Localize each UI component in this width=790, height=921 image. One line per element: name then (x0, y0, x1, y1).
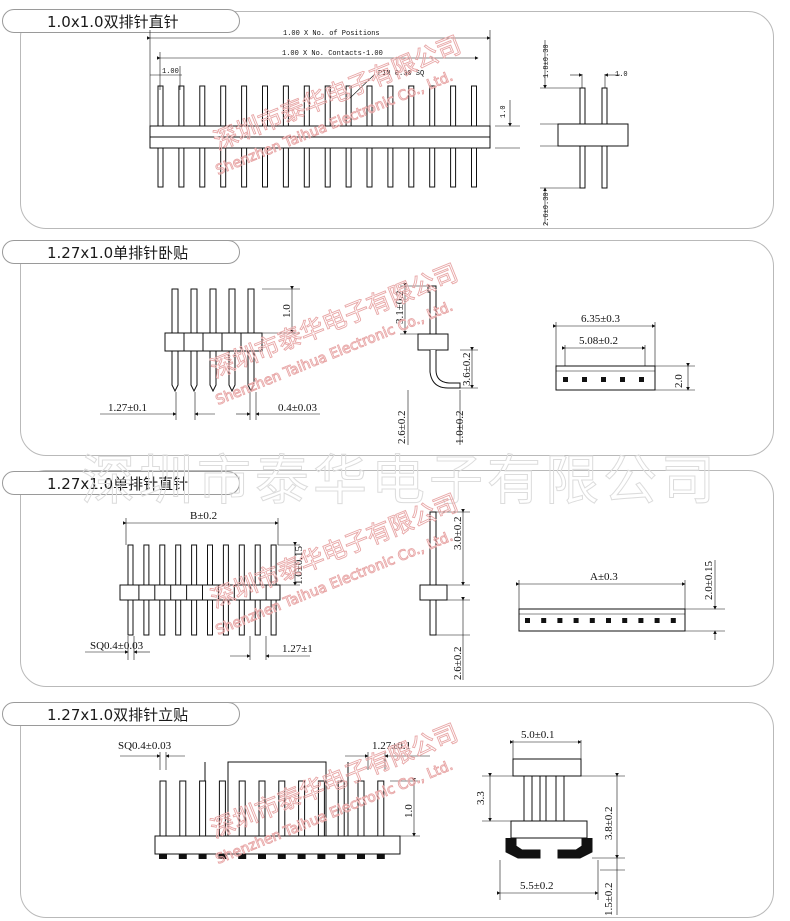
s1-side-view (540, 40, 629, 224)
s2-front-view (164, 288, 263, 393)
s2-pin-label: 0.4±0.03 (278, 402, 318, 414)
s3-pad (670, 618, 676, 623)
s1-contacts-label: 1.00 X No. Contacts-1.00 (282, 50, 383, 58)
s3-pitch-label: 1.27±1 (282, 643, 313, 655)
s2-pad (563, 377, 568, 382)
s1-front-view (149, 85, 491, 188)
s2-length-b: 5.08±0.2 (579, 335, 618, 347)
s4-foot (357, 854, 365, 859)
s3-pad (638, 618, 644, 623)
s2-length-a: 6.35±0.3 (581, 313, 621, 325)
s2-side-view (400, 283, 478, 445)
s2-top-view (553, 322, 695, 391)
s2-pitch-label: 1.27±0.1 (108, 402, 147, 414)
s3-pad (654, 618, 660, 623)
s4-front-dims (120, 752, 430, 837)
s4-foot (337, 854, 346, 859)
s4-foot (317, 854, 326, 859)
s2-height-label: 1.0 (281, 304, 293, 318)
s4-pin (159, 780, 167, 837)
s4-foot (238, 854, 247, 859)
s4-front-view (154, 761, 401, 859)
section-panel-1 (20, 11, 774, 229)
section-title-1: 1.0x1.0双排针直针 (2, 9, 240, 33)
s1-pitch-label: 1.00 (162, 68, 179, 76)
section-panel-4 (20, 702, 774, 918)
s3-height: 2.0±0.15 (703, 560, 715, 600)
section-title-3: 1.27x1.0单排针直针 (2, 471, 240, 495)
s4-side-height: 3.3 (475, 791, 487, 805)
s2-pin-tail (209, 351, 217, 393)
s4-pin (199, 780, 207, 837)
s1-positions-label: 1.00 X No. of Positions (283, 30, 380, 38)
s4-foot (198, 854, 207, 859)
s4-pitch-label: 1.27±0.1 (372, 740, 411, 752)
s3-pad (573, 618, 579, 623)
s3-front-view (119, 544, 281, 636)
s4-foot (277, 854, 286, 859)
s3-pad (557, 618, 563, 623)
s4-foot (159, 854, 167, 859)
s1-side-bottom: 2.6±0.30 (543, 192, 551, 226)
s3-side-top: 3.0±0.2 (452, 516, 464, 550)
s2-pad (601, 377, 606, 382)
s4-bottom-label: 5.5±0.2 (520, 880, 554, 892)
s2-front-dims (100, 286, 320, 420)
s2-pad (639, 377, 644, 382)
s4-right-a: 3.8±0.2 (603, 806, 615, 840)
s2-pin (190, 288, 198, 334)
s2-pin (171, 288, 179, 334)
s2-pad (620, 377, 625, 382)
s4-pin (179, 780, 187, 837)
s2-side-mid: 3.6±0.2 (461, 352, 473, 386)
s1-body-height: 1.0 (500, 105, 508, 118)
s2-pin (247, 288, 255, 334)
watermark-3: 深圳市泰华电子有限公司 Shenzhen Taihua Electronic C… (206, 488, 462, 639)
s3-pad (541, 618, 547, 623)
s2-pin-tail (228, 351, 236, 393)
s3-sq-label: SQ0.4±0.03 (90, 640, 144, 652)
s2-pad (582, 377, 587, 382)
s4-right-b: 1.5±0.2 (603, 882, 615, 916)
s2-pin (228, 288, 236, 334)
s3-pad (589, 618, 595, 623)
section-title-2: 1.27x1.0单排针卧贴 (2, 240, 240, 264)
s3-front-dims (85, 518, 310, 660)
s4-sq-label: SQ0.4±0.03 (118, 740, 172, 752)
s2-side-bottom: 2.6±0.2 (396, 410, 408, 444)
s2-pin (209, 288, 217, 334)
s1-side-top: 1.8±0.30 (543, 44, 551, 78)
s2-pin-tail (171, 351, 179, 393)
s2-pin-tail (190, 351, 198, 393)
s4-height-label: 1.0 (403, 804, 415, 818)
s3-pad (525, 618, 530, 623)
s4-foot (376, 854, 385, 859)
s3-b-label: B±0.2 (190, 510, 217, 522)
s4-foot (218, 854, 227, 859)
s1-pin-label: PIN 0.30 SQ (378, 70, 424, 78)
s1-dimension-lines (147, 30, 520, 149)
s3-pad (622, 618, 628, 623)
background-watermark: 深圳市泰华电子有限公司 (81, 449, 719, 513)
s2-side-top: 3.1±0.2 (394, 290, 406, 324)
section-panel-2 (20, 240, 774, 456)
s2-height: 2.0 (673, 374, 685, 388)
s3-top-view (516, 560, 725, 640)
s2-pin-tail (247, 351, 255, 393)
s3-height-label: 1.0±0.15 (293, 545, 305, 585)
section-title-4: 1.27x1.0双排针立贴 (2, 702, 240, 726)
s3-pad (606, 618, 611, 623)
s4-side-view (482, 740, 625, 915)
s3-side-bottom: 2.6±0.2 (452, 646, 464, 680)
s2-side-tail: 1.0±0.2 (454, 410, 466, 444)
s3-side-view (419, 509, 470, 680)
s4-foot (297, 854, 306, 859)
s4-foot (178, 854, 187, 859)
s4-top-label: 5.0±0.1 (521, 729, 555, 741)
s4-foot (258, 854, 266, 859)
s3-a-label: A±0.3 (590, 571, 618, 583)
s1-side-pitch: 1.0 (615, 71, 628, 79)
